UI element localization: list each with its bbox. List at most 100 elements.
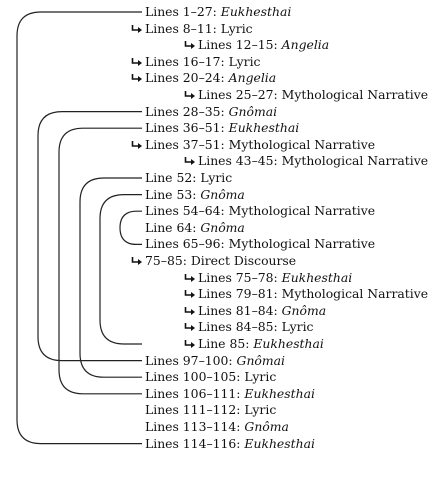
separator: : bbox=[212, 4, 221, 19]
diagram-row: Lines 113–114: Gnôma bbox=[145, 419, 289, 436]
separator: : bbox=[236, 369, 245, 385]
hooked-right-arrow-icon bbox=[184, 303, 197, 320]
diagram-row: Lines 79–81: Mythological Narrative bbox=[184, 286, 428, 303]
separator: : bbox=[236, 385, 245, 401]
genre-label: Lyric bbox=[228, 53, 261, 69]
separator: : bbox=[273, 153, 282, 169]
genre-label: Gnôma bbox=[281, 302, 327, 318]
genre-label: Direct Discourse bbox=[190, 253, 297, 268]
separator: : bbox=[220, 236, 229, 252]
line-range: Lines 1–27 bbox=[145, 4, 213, 19]
line-range: Lines 100–105 bbox=[145, 369, 237, 385]
separator: : bbox=[192, 219, 201, 235]
separator: : bbox=[273, 286, 282, 302]
line-range: Lines 75–78 bbox=[198, 269, 274, 285]
line-range: Lines 16–17 bbox=[145, 53, 221, 69]
bracket-line bbox=[119, 210, 142, 245]
genre-label: Eukhesthai bbox=[244, 385, 315, 401]
line-range: 75–85 bbox=[145, 253, 183, 268]
hooked-right-arrow-icon bbox=[131, 253, 144, 270]
genre-label: Gnômai bbox=[228, 103, 278, 119]
hooked-right-arrow-icon bbox=[131, 70, 144, 87]
separator: : bbox=[220, 103, 229, 119]
line-range: Lines 43–45 bbox=[198, 153, 274, 169]
separator: : bbox=[220, 203, 229, 219]
separator: : bbox=[192, 186, 201, 202]
separator: : bbox=[273, 302, 282, 318]
diagram-row: Lines 12–15: Angelia bbox=[184, 37, 329, 54]
separator: : bbox=[220, 136, 229, 152]
diagram-row: Lines 111–112: Lyric bbox=[145, 402, 276, 419]
diagram-row: Lines 65–96: Mythological Narrative bbox=[145, 236, 375, 253]
bracket-line bbox=[79, 177, 142, 378]
genre-label: Mythological Narrative bbox=[228, 136, 376, 152]
line-range: Lines 25–27 bbox=[198, 87, 274, 102]
diagram-row: Line 85: Eukhesthai bbox=[184, 336, 324, 353]
line-range: Line 64 bbox=[145, 219, 193, 235]
bracket-line bbox=[99, 194, 142, 345]
separator: : bbox=[245, 336, 254, 351]
line-range: Lines 20–24 bbox=[145, 70, 221, 86]
separator: : bbox=[273, 87, 282, 102]
line-range: Lines 97–100 bbox=[145, 352, 229, 368]
separator: : bbox=[220, 70, 229, 86]
genre-label: Lyric bbox=[281, 319, 314, 335]
genre-label: Lyric bbox=[220, 20, 253, 36]
diagram-row: Lines 43–45: Mythological Narrative bbox=[184, 153, 428, 170]
genre-label: Gnôma bbox=[200, 186, 245, 202]
separator: : bbox=[236, 419, 245, 434]
hooked-right-arrow-icon bbox=[184, 336, 197, 353]
genre-label: Mythological Narrative bbox=[228, 203, 376, 219]
genre-label: Eukhesthai bbox=[244, 435, 315, 451]
line-range: Line 53 bbox=[145, 186, 193, 202]
bracket-line bbox=[37, 111, 142, 362]
line-range: Lines 28–35 bbox=[145, 103, 221, 119]
genre-label: Lyric bbox=[200, 170, 233, 185]
separator: : bbox=[236, 402, 245, 418]
separator: : bbox=[236, 435, 245, 451]
diagram-row: Lines 36–51: Eukhesthai bbox=[145, 120, 299, 137]
genre-label: Lyric bbox=[244, 369, 277, 385]
separator: : bbox=[192, 170, 201, 185]
separator: : bbox=[220, 53, 229, 69]
hooked-right-arrow-icon bbox=[131, 21, 144, 38]
genre-label: Eukhesthai bbox=[253, 336, 324, 351]
genre-label: Mythological Narrative bbox=[228, 236, 376, 252]
line-range: Lines 65–96 bbox=[145, 236, 221, 252]
separator: : bbox=[228, 352, 237, 368]
genre-label: Gnômai bbox=[236, 352, 285, 368]
diagram-row: 75–85: Direct Discourse bbox=[131, 253, 296, 270]
genre-label: Eukhesthai bbox=[220, 4, 292, 19]
genre-label: Mythological Narrative bbox=[281, 286, 429, 302]
diagram-row: Lines 1–27: Eukhesthai bbox=[145, 4, 291, 21]
line-range: Line 85 bbox=[198, 336, 246, 351]
diagram-row: Lines 106–111: Eukhesthai bbox=[145, 386, 315, 403]
hooked-right-arrow-icon bbox=[184, 270, 197, 287]
genre-label: Gnôma bbox=[244, 419, 289, 434]
diagram-row: Lines 25–27: Mythological Narrative bbox=[184, 87, 428, 104]
genre-label: Eukhesthai bbox=[228, 120, 300, 136]
separator: : bbox=[273, 37, 282, 53]
hooked-right-arrow-icon bbox=[184, 153, 197, 170]
line-range: Lines 114–116 bbox=[145, 435, 237, 451]
line-range: Lines 54–64 bbox=[145, 203, 221, 219]
genre-label: Eukhesthai bbox=[281, 269, 353, 285]
diagram-row: Line 64: Gnôma bbox=[145, 220, 245, 237]
separator: : bbox=[273, 319, 282, 335]
genre-label: Lyric bbox=[244, 402, 277, 418]
hooked-right-arrow-icon bbox=[131, 137, 144, 154]
hooked-right-arrow-icon bbox=[184, 37, 197, 54]
line-range: Lines 81–84 bbox=[198, 302, 274, 318]
separator: : bbox=[182, 253, 191, 268]
genre-label: Mythological Narrative bbox=[281, 153, 429, 169]
line-range: Lines 106–111 bbox=[145, 385, 237, 401]
diagram-row: Lines 54–64: Mythological Narrative bbox=[145, 203, 375, 220]
separator: : bbox=[273, 269, 282, 285]
line-range: Lines 113–114 bbox=[145, 419, 237, 434]
diagram-row: Lines 8–11: Lyric bbox=[131, 21, 253, 38]
hooked-right-arrow-icon bbox=[184, 87, 197, 104]
separator: : bbox=[220, 120, 229, 136]
line-range: Lines 84–85 bbox=[198, 319, 274, 335]
hooked-right-arrow-icon bbox=[184, 286, 197, 303]
line-range: Lines 79–81 bbox=[198, 286, 274, 302]
